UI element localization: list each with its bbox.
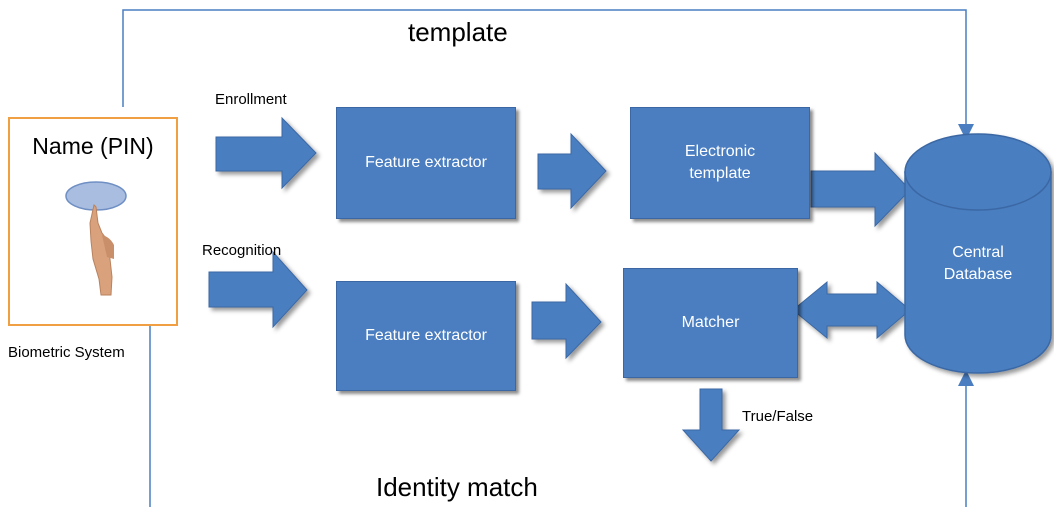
central-database-label: Central Database <box>943 244 1013 283</box>
recognition-arrow <box>208 250 308 329</box>
identity-match-arrowhead <box>958 370 974 386</box>
matcher-box: Matcher <box>623 268 798 378</box>
template-connector-line <box>122 9 967 135</box>
extractor-to-template-arrow <box>537 132 607 210</box>
template-arrowhead <box>958 124 974 140</box>
extractor-to-matcher-arrow <box>531 282 602 360</box>
matcher-database-double-arrow <box>792 280 911 340</box>
matcher-label: Matcher <box>681 314 740 332</box>
feature-extractor-enrollment-label: Feature extractor <box>365 154 487 172</box>
central-database-cylinder <box>904 133 1052 374</box>
biometric-system-label: Biometric System <box>8 344 125 361</box>
electronic-template-box: Electronic template <box>630 107 810 219</box>
feature-extractor-recognition-label: Feature extractor <box>365 327 487 345</box>
true-false-arrow <box>681 388 741 462</box>
enrollment-arrow <box>215 116 317 190</box>
true-false-label: True/False <box>742 408 814 425</box>
electronic-template-label: Electronic template <box>684 143 756 182</box>
template-label: template <box>408 17 508 47</box>
finger-touch-icon <box>65 181 127 296</box>
feature-extractor-recognition-box: Feature extractor <box>336 281 516 391</box>
template-to-database-arrow <box>810 151 911 228</box>
recognition-label: Recognition <box>202 242 282 259</box>
enrollment-label: Enrollment <box>215 91 287 108</box>
user-panel: Name (PIN) <box>8 117 178 326</box>
user-panel-title: Name (PIN) <box>32 133 154 159</box>
identity-match-label: Identity match <box>376 472 538 502</box>
feature-extractor-enrollment-box: Feature extractor <box>336 107 516 219</box>
